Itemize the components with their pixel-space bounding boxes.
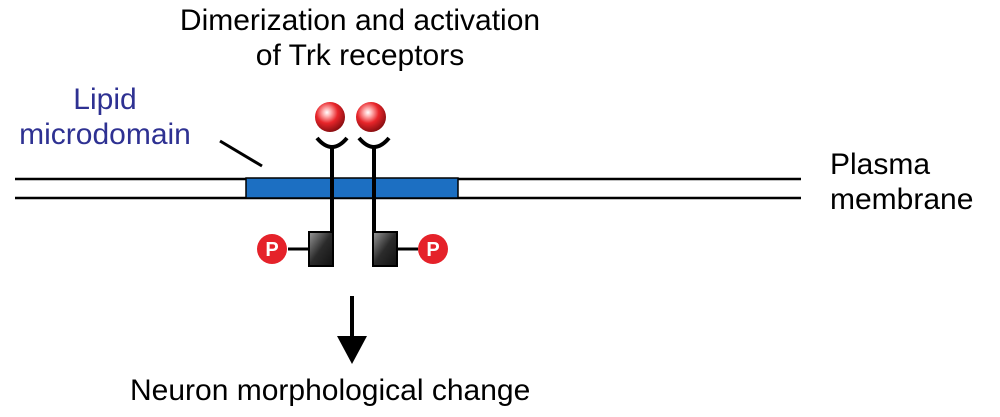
receptor-binding-cup-right <box>357 136 391 149</box>
down-arrow-icon <box>337 296 367 364</box>
trk-receptor-left: P <box>257 136 349 267</box>
kinase-domain-icon-left <box>308 231 334 267</box>
lipid-microdomain-label: Lipid microdomain <box>0 83 210 152</box>
lipid-label-line-2: microdomain <box>19 117 191 151</box>
receptor-binding-cup-left <box>315 136 349 149</box>
membrane-label-line-1: Plasma <box>830 148 931 181</box>
lipid-label-line-1: Lipid <box>73 83 137 116</box>
kinase-domain-icon-right <box>372 231 398 267</box>
plasma-membrane-label: Plasma membrane <box>830 148 973 217</box>
phosphate-label-right: P <box>426 239 439 261</box>
lipid-label-pointer <box>219 139 263 168</box>
ligand-sphere-icon-left <box>315 102 345 132</box>
outcome-label: Neuron morphological change <box>130 374 531 407</box>
membrane-label-line-2: membrane <box>830 182 974 216</box>
trk-receptor-right: P <box>357 136 448 267</box>
phosphate-label-left: P <box>265 239 278 261</box>
title-line-2: of Trk receptors <box>255 38 465 72</box>
phosphate-icon-right <box>418 234 448 264</box>
phosphate-icon-left <box>257 234 287 264</box>
ligand-sphere-icon-right <box>356 102 386 132</box>
diagram-title: Dimerization and activation of Trk recep… <box>150 4 570 73</box>
title-line-1: Dimerization and activation <box>179 4 541 37</box>
lipid-microdomain-raft <box>245 177 459 199</box>
